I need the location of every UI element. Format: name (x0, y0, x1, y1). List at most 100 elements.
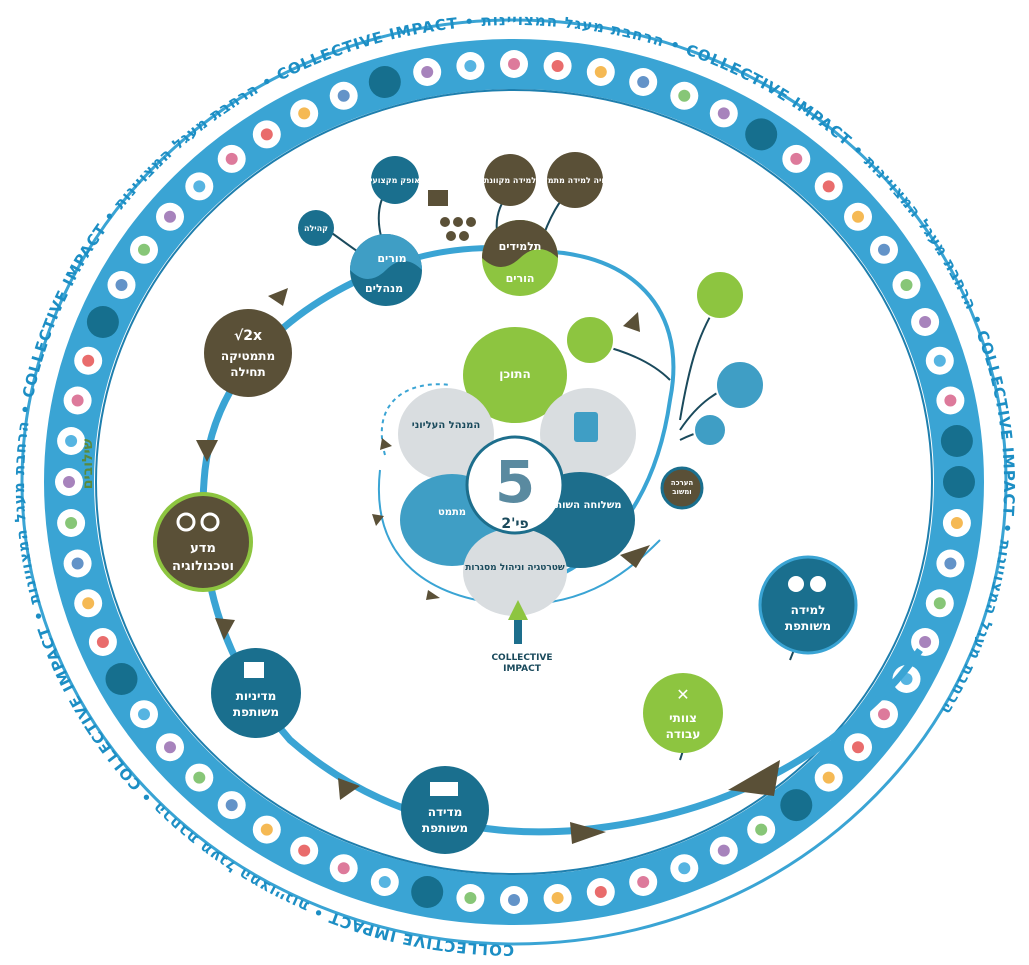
partner-logo-mark (96, 636, 109, 648)
partner-logo-mark (944, 557, 957, 570)
arrow-10 (372, 514, 384, 526)
partner-logo-mark (65, 517, 78, 529)
managers-label: מנהלים (365, 282, 403, 295)
petal-right-label: משלוחה השותפות (538, 500, 621, 511)
pen-icon (244, 662, 264, 678)
chart-icon (430, 782, 458, 796)
partner-logo-mark (298, 107, 311, 120)
shared-measurement-node (401, 766, 489, 854)
teachers-label: מורים (377, 252, 406, 265)
audience-icon-4 (446, 231, 456, 241)
ring-dot (940, 425, 973, 457)
teams-line2: עבודה (666, 727, 701, 741)
science-line1: מדע (190, 541, 216, 556)
presentation-icon (428, 190, 448, 206)
bubble-blue-2 (693, 413, 727, 447)
partner-logo-mark (822, 180, 835, 193)
partner-logo-mark (65, 435, 78, 447)
partner-logo-text: שילובים (80, 438, 96, 489)
document-icon (574, 412, 598, 442)
partner-logo-mark (594, 66, 607, 78)
spiral-nodes: √2x מתמטיקה תחילה מדע וטכנולוגיה מדיניות… (153, 309, 858, 854)
center-label: פי'2 (501, 516, 528, 532)
partner-logo-mark (225, 152, 238, 165)
petal-top (463, 327, 567, 423)
collective-impact-logo: COLLECTIVE IMPACT (491, 600, 553, 674)
teachers-half (350, 234, 422, 279)
arrow-up-stem (514, 620, 522, 644)
partner-logo-mark (337, 862, 350, 875)
policy-line1: מדיניות (236, 689, 277, 703)
bubble-community-label: קהילה (304, 224, 328, 233)
partner-logo-mark (678, 89, 691, 102)
teachers-managers-node: מורים מנהלים (350, 234, 422, 306)
collective-logo-line1: COLLECTIVE (491, 653, 552, 663)
partner-logo-mark (878, 708, 890, 721)
petal-bottom-label: שטרטגיה וניהול מסגרות (465, 563, 565, 573)
audience-icon-2 (453, 217, 463, 227)
bubble-community (298, 210, 334, 246)
measurement-line2: משותפת (422, 821, 468, 835)
audience-icon-5 (459, 231, 469, 241)
tools-icon: ✕ (676, 685, 689, 704)
partner-logo-mark (900, 279, 913, 291)
bubble-student-experience (547, 152, 603, 208)
right-bubbles (565, 270, 765, 447)
partner-logo-mark (551, 892, 564, 904)
arrow-4 (338, 778, 360, 800)
inner-dashed-arc (380, 383, 451, 456)
students-label: תלמידים (499, 240, 542, 253)
partner-logo-mark (551, 60, 564, 72)
feedback-circle (660, 466, 704, 510)
partner-logo-mark (637, 76, 650, 88)
arrow-7 (623, 312, 640, 332)
magnifier-icon (200, 512, 220, 532)
ring-dot (368, 66, 401, 98)
partner-logo-mark (919, 636, 932, 648)
partner-logo-ring (55, 50, 975, 914)
ring-dot (105, 663, 138, 695)
outer-ring-edge (20, 18, 1008, 946)
partner-logo-mark (717, 844, 730, 857)
arrow-3 (215, 618, 235, 640)
spiral-end-line (827, 648, 923, 743)
math-line1: מתמטיקה (221, 349, 275, 363)
partner-logo-mark (508, 894, 520, 906)
partner-logo-mark (138, 243, 150, 256)
bubble-professional (371, 156, 419, 204)
work-teams-node (643, 673, 723, 753)
partner-logo-mark (63, 476, 75, 488)
petal-bottom (463, 528, 567, 616)
partner-logo-mark (852, 210, 864, 223)
partner-logo-mark (260, 128, 273, 141)
arrow-6 (728, 760, 780, 796)
gear-icon (176, 512, 196, 532)
arrow-1 (268, 288, 288, 306)
bubble-student-experience-label: חוויה למידה מתמדת (538, 176, 613, 185)
measurement-line1: מדידה (428, 805, 463, 819)
head-icon-1 (788, 576, 804, 592)
partner-logo-mark (933, 354, 946, 367)
ring-dot (943, 466, 975, 498)
partner-logo-mark (298, 844, 311, 857)
feedback-line2: ומשוב (672, 488, 691, 496)
science-line2: וטכנולוגיה (172, 559, 234, 574)
policy-line2: משותפת (233, 705, 279, 719)
partner-logo-mark (822, 771, 835, 784)
students-parents-node: תלמידים הורים (482, 220, 558, 296)
partner-logo-mark (594, 886, 607, 898)
partner-logo-mark (717, 107, 730, 120)
petal-top-left (398, 388, 494, 480)
partner-logo-mark (71, 394, 84, 407)
learning-line2: משותפת (785, 619, 831, 633)
shared-learning-node (758, 555, 858, 655)
partner-logo-mark (637, 876, 650, 888)
partner-logo-mark (790, 152, 803, 165)
petal-top-label: התוכן (499, 367, 530, 381)
partner-logo-mark (464, 892, 477, 904)
partner-logo-mark (71, 557, 84, 570)
bubble-green-2 (565, 315, 615, 365)
students-half (482, 220, 558, 267)
arrow-up-icon (508, 600, 528, 620)
